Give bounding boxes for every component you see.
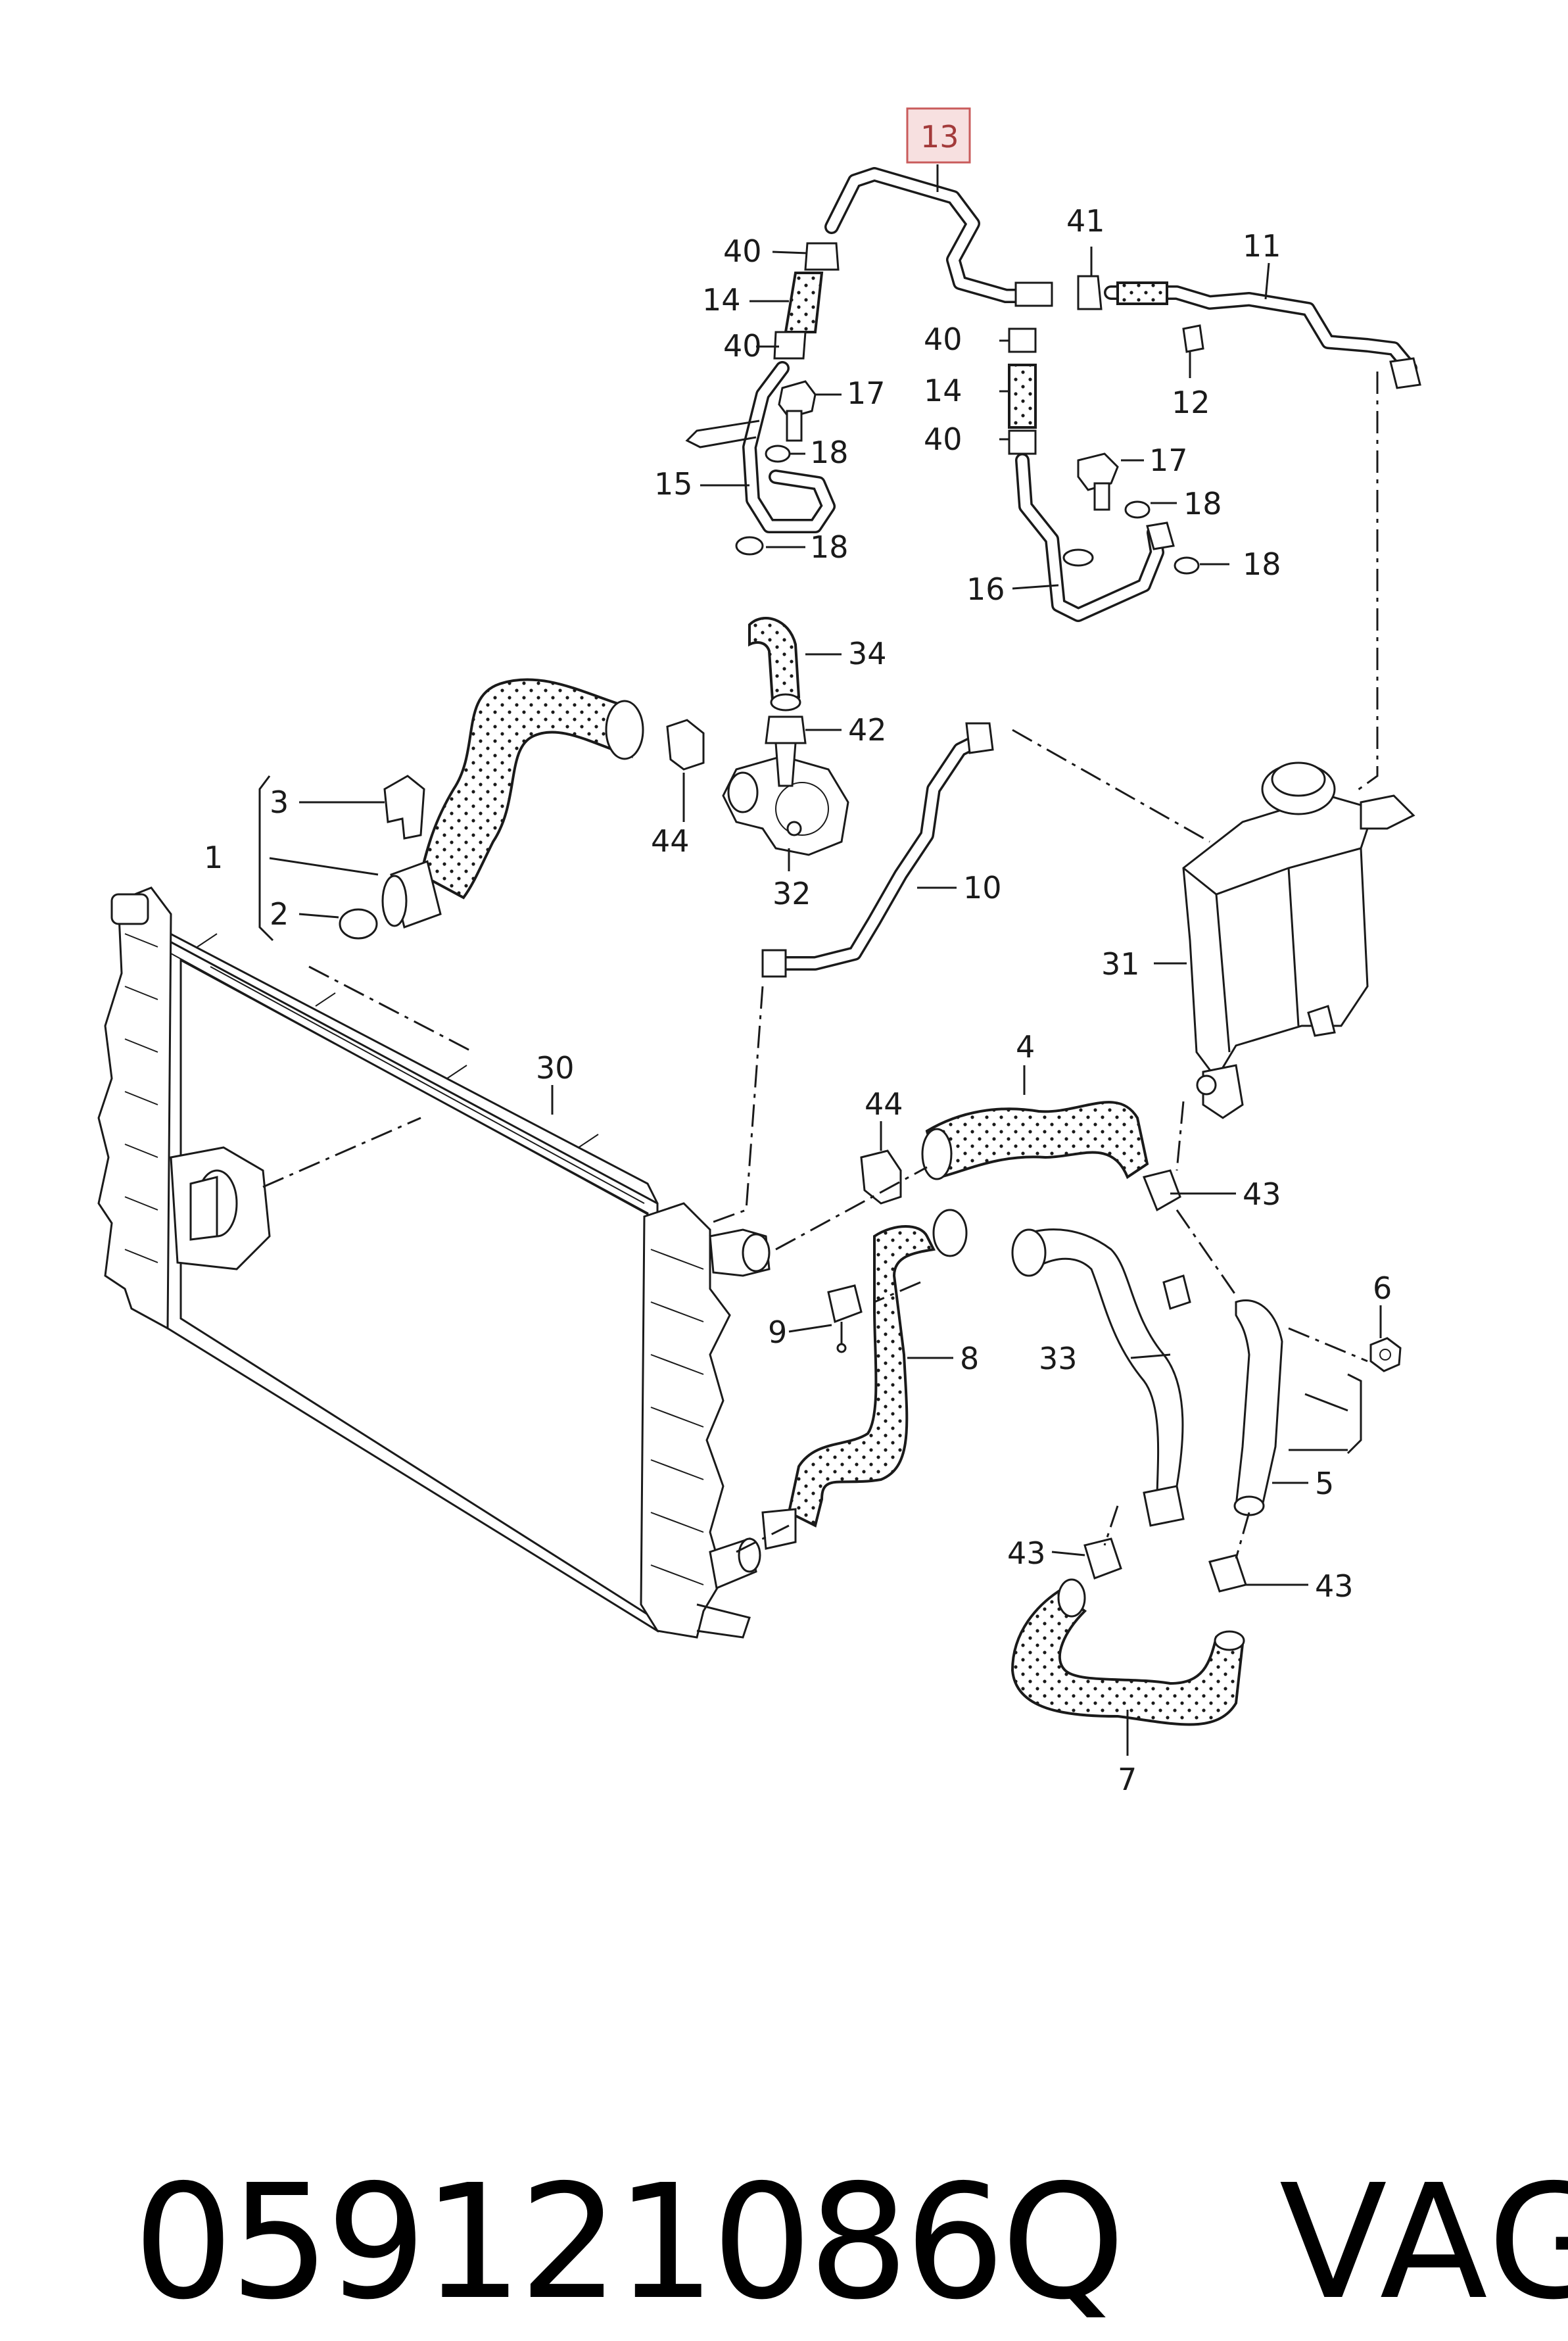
callout-40[interactable]: 40 (723, 328, 762, 364)
callout-44[interactable]: 44 (651, 823, 690, 859)
callout-18[interactable]: 18 (810, 435, 849, 470)
callout-14[interactable]: 14 (924, 373, 962, 408)
leader-lines (269, 164, 1382, 1756)
callout-8[interactable]: 8 (960, 1341, 979, 1376)
callout-34[interactable]: 34 (848, 636, 887, 671)
callout-33[interactable]: 33 (1039, 1341, 1078, 1376)
callout-2[interactable]: 2 (270, 896, 289, 932)
callout-43[interactable]: 43 (1243, 1176, 1281, 1212)
caption: 059121086Q VAG (33, 1946, 1568, 2334)
callout-16[interactable]: 16 (966, 571, 1005, 607)
callout-6[interactable]: 6 (1373, 1270, 1392, 1306)
callout-40[interactable]: 40 (723, 233, 762, 269)
callout-18[interactable]: 18 (1183, 486, 1222, 521)
callout-30[interactable]: 30 (536, 1050, 575, 1086)
callout-32[interactable]: 32 (772, 876, 811, 911)
callout-15[interactable]: 15 (654, 466, 693, 502)
callout-18[interactable]: 18 (1243, 546, 1281, 582)
callout-43[interactable]: 43 (1007, 1535, 1046, 1571)
callout-40[interactable]: 40 (924, 322, 962, 357)
callout-10[interactable]: 10 (963, 870, 1002, 905)
part-number: 059121086Q (133, 2150, 1126, 2334)
callout-3[interactable]: 3 (270, 784, 289, 820)
callout-9[interactable]: 9 (768, 1315, 787, 1350)
callout-14[interactable]: 14 (702, 282, 741, 318)
callout-43[interactable]: 43 (1315, 1568, 1354, 1604)
callout-5[interactable]: 5 (1315, 1466, 1334, 1501)
callout-41[interactable]: 41 (1066, 203, 1105, 239)
callout-12[interactable]: 12 (1172, 385, 1210, 420)
lower-hose-assembly (761, 1101, 1402, 1726)
expansion-tank (1182, 761, 1415, 1119)
bleed-pipe-assembly (685, 167, 1421, 622)
callout-labels: 13 40 14 40 17 18 15 18 41 11 40 14 40 1… (204, 119, 1392, 1797)
callout-11[interactable]: 11 (1243, 228, 1281, 264)
assembly-lines (262, 372, 1379, 1559)
callout-17[interactable]: 17 (1149, 443, 1188, 478)
callout-17[interactable]: 17 (847, 375, 886, 411)
upper-coolant-hose-assembly (339, 617, 849, 940)
callout-1[interactable]: 1 (204, 840, 223, 875)
highlight-box (906, 107, 971, 164)
callout-44[interactable]: 44 (865, 1086, 903, 1122)
callout-18[interactable]: 18 (810, 529, 849, 565)
callout-40[interactable]: 40 (924, 422, 962, 457)
callout-42[interactable]: 42 (848, 712, 887, 748)
coolant-pipe-10 (761, 722, 994, 978)
brand-name: VAG (1279, 2150, 1568, 2334)
radiator (97, 886, 771, 1639)
callout-7[interactable]: 7 (1118, 1762, 1137, 1797)
callout-4[interactable]: 4 (1016, 1029, 1035, 1065)
callout-13[interactable]: 13 (920, 119, 959, 155)
callout-31[interactable]: 31 (1101, 946, 1140, 982)
